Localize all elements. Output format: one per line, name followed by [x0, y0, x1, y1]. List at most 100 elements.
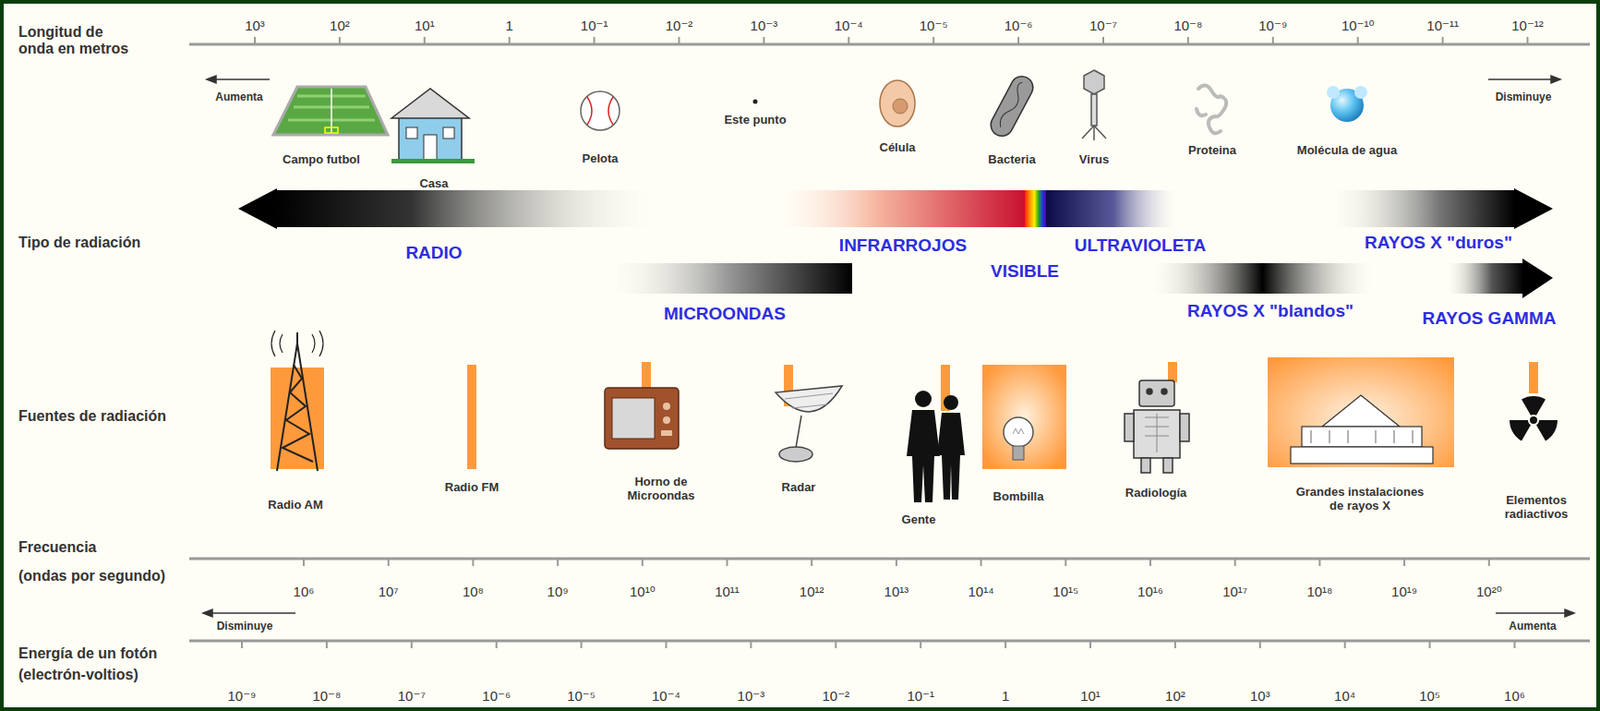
tick-label: 1 [505, 17, 514, 34]
object-label: Virus [1079, 153, 1109, 168]
tick-label: 10⁻⁸ [1173, 17, 1203, 34]
tick-label: 10⁻⁶ [1004, 17, 1034, 34]
gamma-band [1443, 258, 1553, 299]
tick-label: 10⁻¹² [1511, 17, 1544, 34]
tick-mark [1064, 558, 1067, 566]
tick-mark [1514, 640, 1516, 649]
tick-mark [1234, 558, 1237, 566]
tick-label: 1 [1001, 687, 1010, 704]
tick-mark [387, 558, 390, 566]
people [906, 390, 965, 503]
tick-mark [1429, 640, 1432, 649]
tick-mark [1102, 36, 1105, 45]
tick-mark [1357, 36, 1360, 45]
tick-mark [1174, 640, 1177, 649]
tick-label: 10⁻² [665, 17, 694, 34]
tick-label: 10¹⁴ [968, 583, 995, 600]
tick-mark [508, 36, 511, 45]
tick-label: 10⁻³ [737, 687, 766, 704]
radiation-label: INFRARROJOS [839, 235, 967, 256]
tick-mark [338, 36, 341, 45]
tick-mark [919, 640, 922, 649]
tick-label: 10⁻³ [750, 17, 779, 34]
tick-label: 10⁻¹¹ [1426, 17, 1459, 34]
tick-mark [1089, 640, 1092, 649]
tick-label: 10¹³ [884, 583, 910, 600]
tick-label: 10²⁰ [1476, 583, 1503, 600]
house [391, 88, 475, 164]
direction-label: Aumenta [1508, 620, 1556, 634]
tick-label: 10⁻⁴ [651, 687, 681, 704]
radar-dish [775, 385, 843, 462]
tick-mark [1017, 36, 1020, 45]
tick-label: 10⁷ [378, 583, 399, 600]
tick-label: 10⁻⁷ [397, 687, 426, 704]
tick-label: 10⁻¹⁰ [1341, 17, 1375, 34]
tick-label: 10⁻⁹ [1258, 17, 1288, 34]
soft-xray-band [1147, 263, 1378, 294]
object-label: Molécula de agua [1297, 144, 1397, 158]
tick-label: 10¹¹ [714, 583, 740, 600]
tick-mark [980, 558, 983, 566]
source-label: Elementos radiactivos [1490, 493, 1583, 522]
source-label: Radar [781, 481, 817, 495]
tick-label: 10³ [1250, 687, 1271, 704]
axis-title: Frecuencia [18, 539, 97, 556]
virus [1082, 70, 1107, 141]
axis-title: Longitud de onda en metros [18, 24, 167, 59]
tick-mark [932, 36, 935, 45]
tick-mark [895, 558, 898, 566]
tick-mark [240, 640, 243, 649]
object-label: Bacteria [987, 153, 1035, 168]
tick-label: 10⁻⁹ [227, 687, 256, 704]
radiation-label: RAYOS GAMMA [1422, 308, 1557, 329]
bacterium [986, 72, 1037, 140]
x-ray-facility [1290, 395, 1433, 464]
object-label: Casa [419, 177, 448, 192]
tick-label: 10⁻² [821, 687, 850, 704]
tick-label: 10⁻¹ [580, 17, 609, 34]
tick-label: 10⁻¹ [906, 687, 935, 704]
tick-label: 10⁻⁶ [481, 687, 511, 704]
tick-label: 10¹² [799, 583, 825, 600]
direction-label: Aumenta [215, 91, 263, 105]
tick-mark [1403, 558, 1406, 566]
axis-title: Energía de un fotón [18, 645, 157, 662]
tick-mark [641, 558, 644, 566]
tick-label: 10⁻⁵ [919, 17, 949, 34]
axis-lines [189, 44, 1590, 641]
football-field [273, 86, 388, 135]
tick-label: 10¹⁹ [1391, 583, 1418, 600]
tick-label: 10⁵ [1419, 687, 1441, 704]
tick-mark [1344, 640, 1347, 649]
tick-mark [726, 558, 729, 566]
tick-mark [1272, 36, 1275, 45]
tick-mark [1527, 36, 1529, 45]
source-label: Radio AM [267, 498, 323, 513]
light-bulb [1003, 417, 1034, 460]
tick-mark [302, 558, 305, 566]
tick-label: 10¹ [1080, 687, 1101, 704]
tick-mark [471, 558, 474, 566]
object-label: Campo futbol [282, 153, 361, 168]
radiation-label: RAYOS X "duros" [1364, 232, 1513, 253]
radiation-label: RAYOS X "blandos" [1187, 300, 1354, 322]
tick-mark [847, 36, 850, 45]
tick-label: 10⁻⁸ [312, 687, 341, 704]
tick-mark [325, 640, 328, 649]
tick-mark [1488, 558, 1491, 566]
source-label: Grandes instalaciones de rayos X [1267, 485, 1453, 514]
tick-mark [749, 640, 752, 649]
x-ray-robot [1124, 380, 1190, 473]
direction-arrows [203, 75, 1575, 617]
tick-mark [1004, 640, 1007, 649]
tick-label: 10² [1165, 687, 1186, 704]
tick-label: 10¹⁷ [1222, 583, 1248, 600]
axis-title: Fuentes de radiación [18, 408, 167, 425]
tick-mark [423, 36, 426, 45]
tick-label: 10³ [244, 17, 265, 34]
radiation-label: VISIBLE [990, 261, 1059, 282]
tick-mark [556, 558, 559, 566]
microwave-oven [604, 387, 679, 449]
